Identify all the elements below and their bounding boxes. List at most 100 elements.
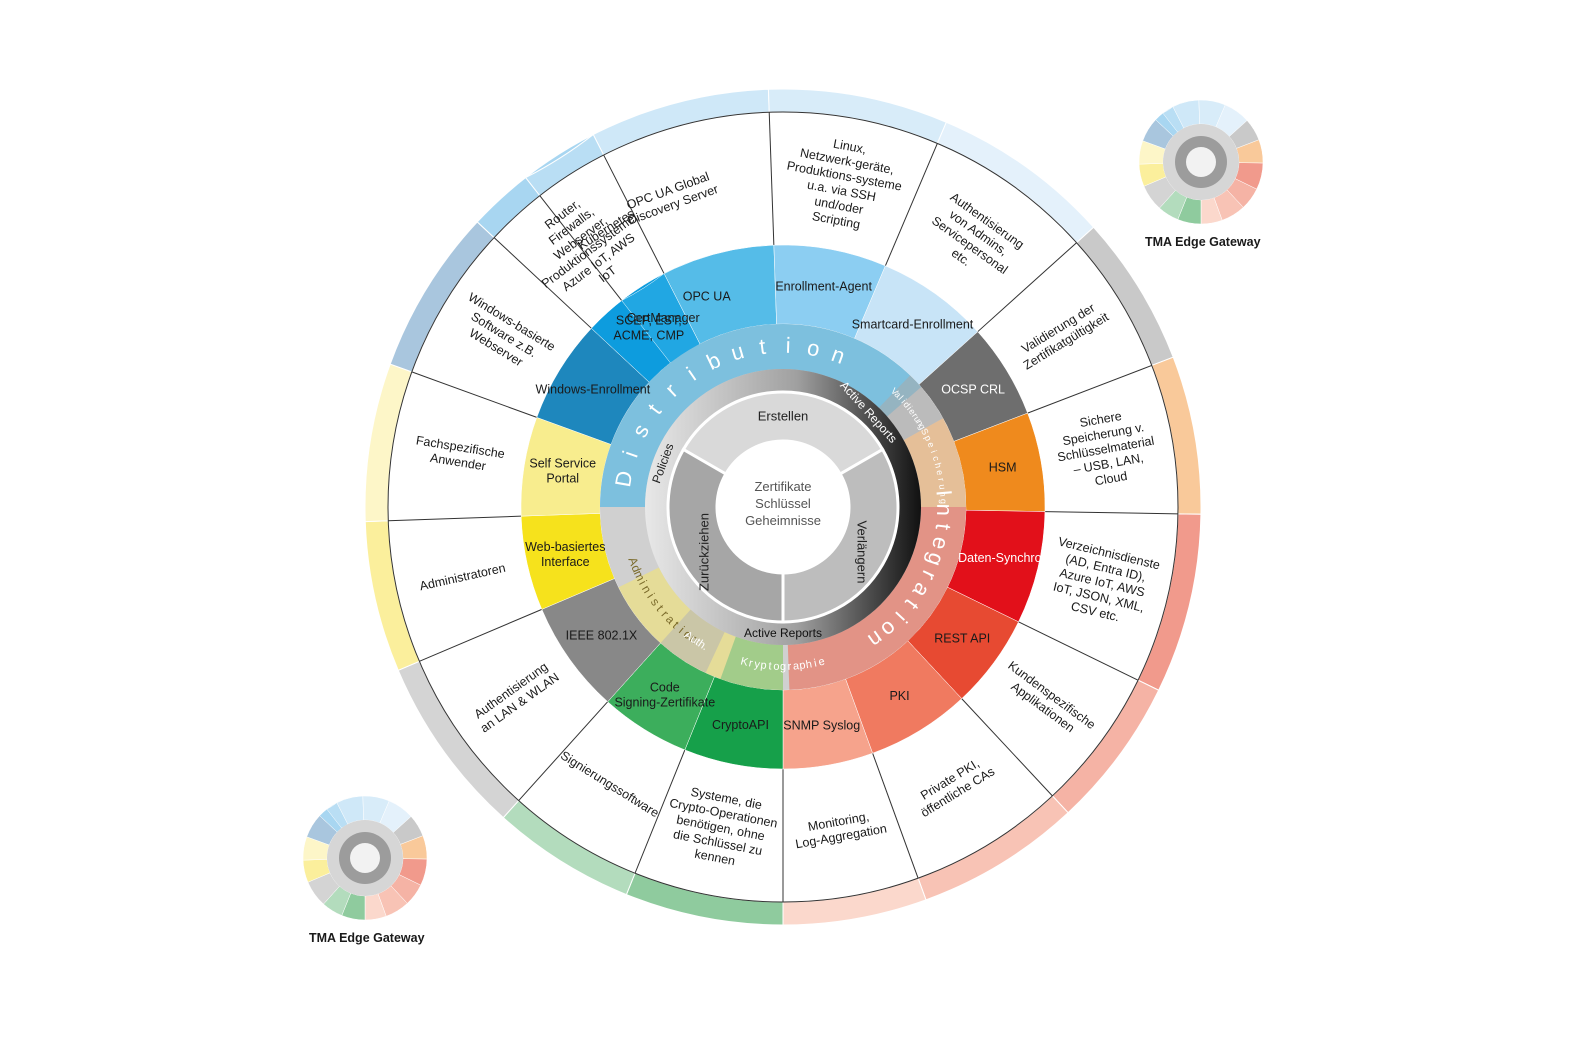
segment-label-9: CryptoAPI	[712, 718, 769, 732]
divider-line	[1027, 364, 1152, 414]
svg-text:u: u	[912, 414, 923, 424]
segment-label-4: HSM	[989, 461, 1017, 475]
lifecycle-0	[681, 390, 885, 477]
svg-text:i: i	[899, 397, 908, 405]
svg-text:h: h	[805, 658, 813, 671]
center-circle	[717, 441, 849, 573]
svg-text:l: l	[897, 394, 906, 402]
svg-text:e: e	[817, 656, 826, 669]
svg-text:n: n	[914, 418, 925, 428]
segment-label-15: SCEP, EST,ACME, CMP	[613, 314, 684, 343]
segment-label-7: PKI	[889, 689, 909, 703]
category-arc-5	[878, 375, 944, 441]
inner-ring-label-1: Active Reports	[744, 626, 822, 640]
svg-text:y: y	[753, 658, 761, 671]
divider-line	[768, 112, 775, 246]
divider-line	[518, 701, 609, 801]
svg-text:h: h	[933, 462, 944, 469]
segment-label-11: IEEE 802.1X	[566, 629, 638, 643]
divider-line	[411, 371, 537, 418]
category-label-speicherung: Speicherung	[919, 427, 949, 504]
svg-text:g: g	[780, 661, 786, 673]
segment-label-1: Enrollment-Agent	[775, 280, 872, 294]
divider-line	[1044, 511, 1178, 515]
svg-text:u: u	[937, 484, 948, 490]
divider-line	[1018, 621, 1139, 681]
svg-text:V: V	[889, 386, 900, 397]
tma-edge-gateway-label-top: TMA Edge Gateway	[1145, 235, 1261, 249]
svg-text:g: g	[917, 422, 928, 431]
mini-wheel-icon	[1138, 99, 1264, 225]
svg-text:i: i	[676, 624, 687, 636]
svg-text:i: i	[929, 449, 939, 454]
category-arc-3	[720, 636, 783, 690]
svg-text:i: i	[644, 591, 657, 601]
lifecycle-label-0: Erstellen	[758, 408, 809, 423]
svg-text:t: t	[768, 660, 772, 672]
svg-text:t: t	[654, 602, 667, 614]
outer-description-4: SichereSpeicherung v.Schlüsselmaterial– …	[1051, 404, 1160, 494]
segment-label-3: OCSP CRL	[941, 383, 1005, 397]
svg-text:c: c	[931, 455, 942, 463]
segment-label-5: Daten-Synchro	[958, 551, 1041, 565]
svg-text:r: r	[748, 657, 754, 670]
center-label-0: Zertifikate	[754, 479, 811, 494]
category-arc-6	[903, 418, 966, 507]
divider-line	[539, 195, 623, 301]
center-label-1: Schlüssel	[755, 496, 811, 511]
category-arc-4	[660, 609, 725, 673]
svg-text:t: t	[758, 334, 767, 360]
svg-text:d: d	[901, 399, 912, 409]
svg-text:I: I	[931, 489, 956, 497]
tma-edge-gateway-thumbnail-bottom[interactable]	[302, 795, 428, 921]
svg-text:p: p	[923, 434, 934, 443]
svg-text:i: i	[785, 333, 791, 358]
divider-line	[634, 749, 686, 874]
divider-line	[977, 242, 1077, 333]
lifecycle-2	[666, 447, 785, 624]
tma-edge-gateway-label-bottom: TMA Edge Gateway	[309, 931, 425, 945]
svg-text:e: e	[927, 535, 954, 553]
svg-text:r: r	[936, 477, 946, 482]
svg-text:d: d	[628, 563, 643, 575]
svg-text:t: t	[931, 522, 957, 531]
svg-text:a: a	[892, 389, 903, 400]
mini-wheel-icon	[302, 795, 428, 921]
svg-text:p: p	[799, 659, 807, 672]
svg-text:i: i	[905, 404, 914, 412]
svg-text:g: g	[938, 499, 948, 504]
segment-label-14: Windows-Enrollment	[536, 383, 651, 397]
segment-label-8: SNMP Syslog	[783, 719, 860, 733]
segment-label-16: CertManager	[627, 311, 700, 325]
svg-text:i: i	[813, 657, 818, 669]
segment-label-2: Smartcard-Enrollment	[852, 318, 974, 332]
svg-text:D: D	[610, 469, 637, 489]
svg-text:e: e	[934, 469, 945, 476]
segment-label-6: REST API	[934, 632, 990, 646]
category-label-validierung: Validierung	[889, 386, 928, 432]
svg-text:e: e	[925, 441, 936, 449]
svg-text:r: r	[787, 661, 791, 673]
svg-text:o: o	[773, 661, 780, 673]
lifecycle-label-2: Zurückziehen	[696, 513, 711, 591]
svg-text:a: a	[792, 660, 800, 673]
svg-text:e: e	[907, 407, 918, 417]
lifecycle-label-1: Verlängern	[855, 521, 870, 584]
segment-label-0: OPC UA	[683, 290, 732, 304]
tma-edge-gateway-thumbnail-top[interactable]	[1138, 99, 1264, 225]
svg-text:o: o	[805, 335, 822, 362]
svg-text:r: r	[910, 411, 920, 419]
divider-line	[884, 143, 938, 267]
lifecycle-1	[781, 447, 900, 624]
svg-text:n: n	[932, 503, 957, 516]
svg-text:S: S	[919, 427, 931, 437]
svg-text:n: n	[938, 491, 948, 497]
category-arc-1	[787, 507, 966, 690]
svg-text:K: K	[739, 655, 750, 669]
svg-text:p: p	[760, 659, 768, 672]
